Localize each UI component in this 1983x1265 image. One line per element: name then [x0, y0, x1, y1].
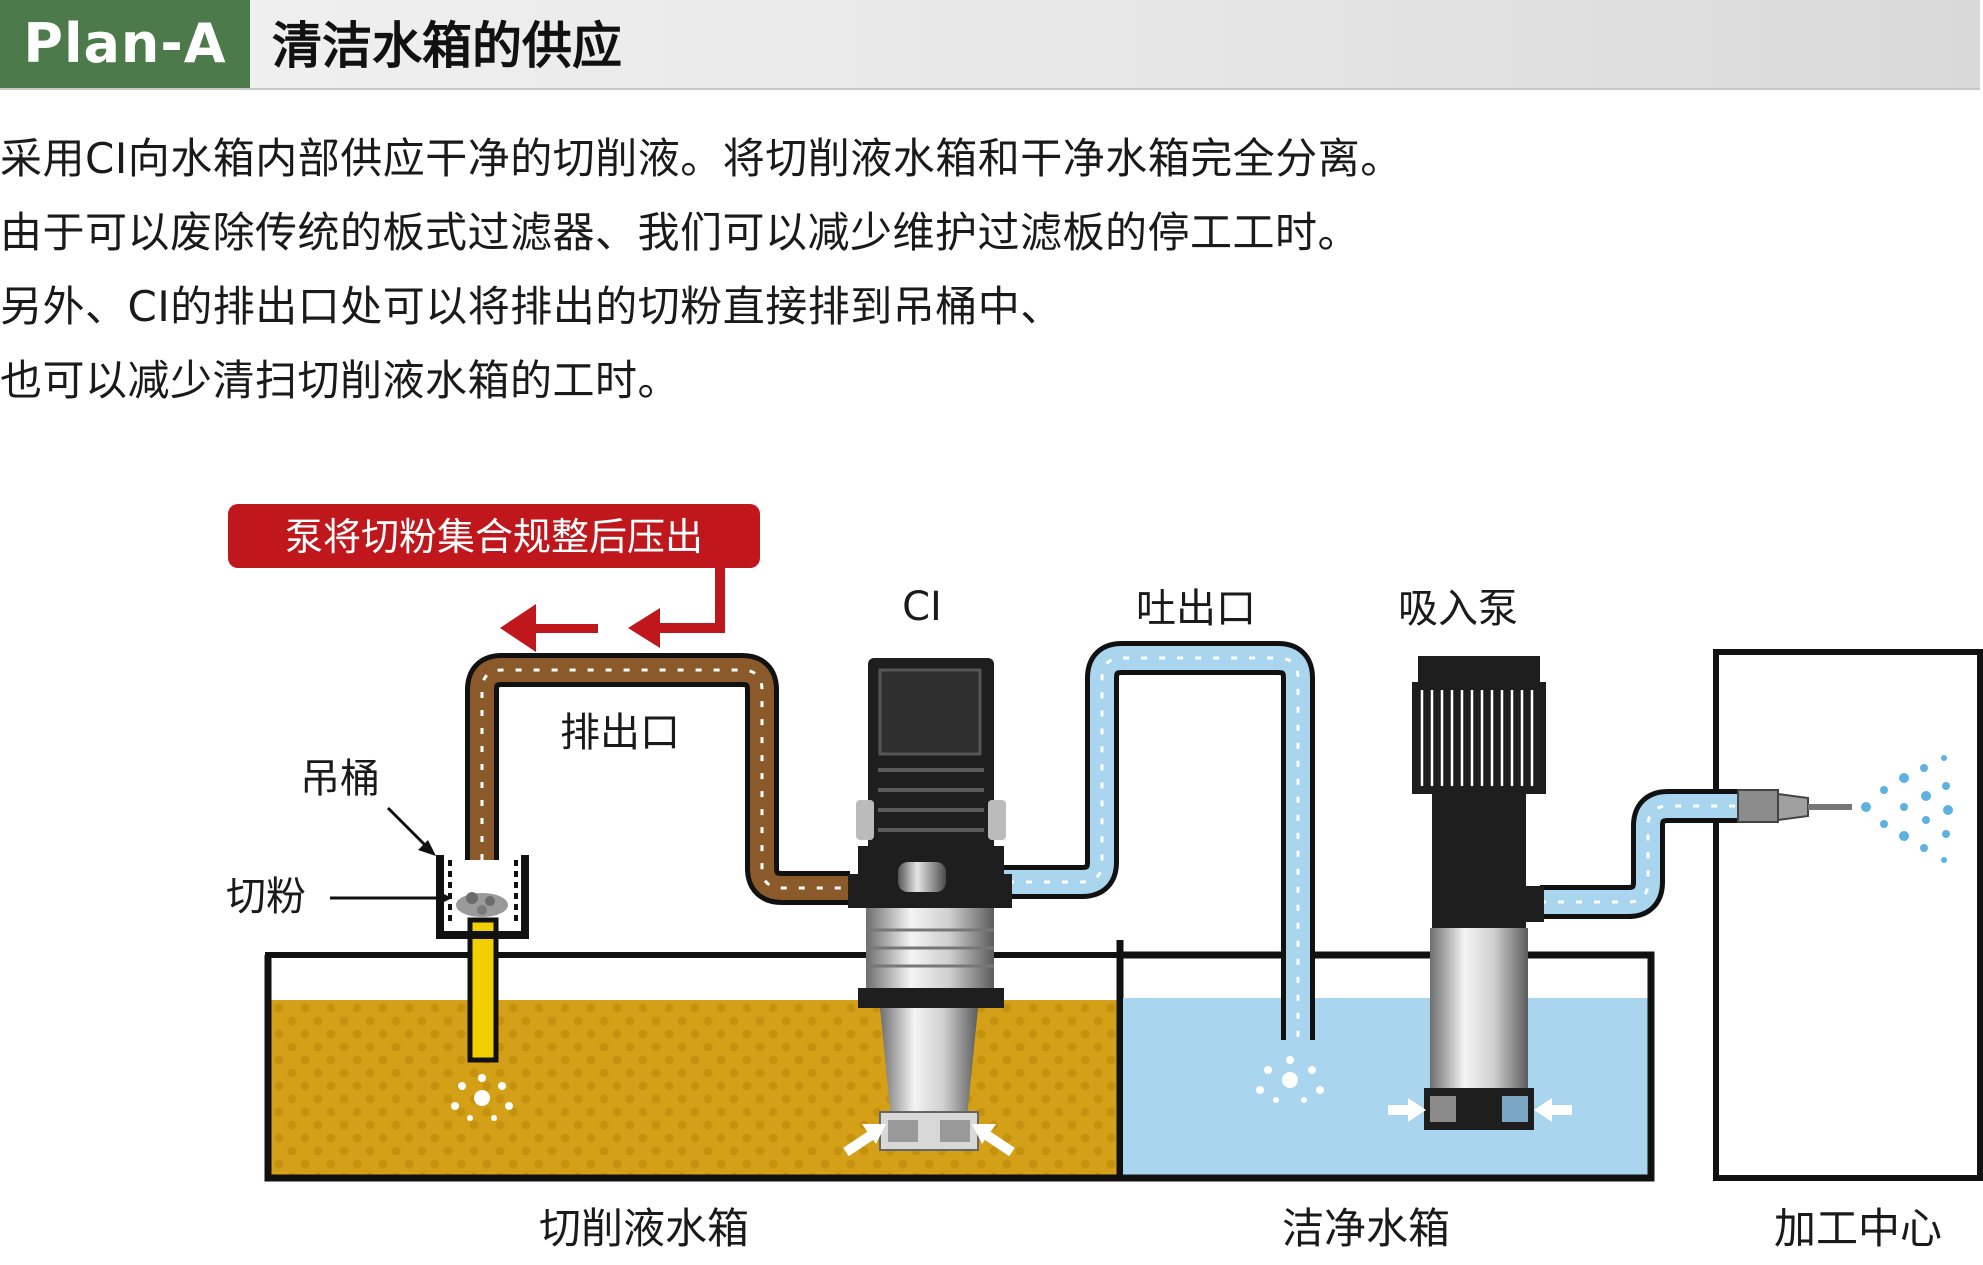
arrow-icon: [436, 890, 452, 906]
nozzle-tip: [1777, 792, 1809, 822]
label-discharge: 排出口: [560, 710, 680, 756]
intro-text: 采用CI向水箱内部供应干净的切削液。将切削液水箱和干净水箱完全分离。 由于可以废…: [0, 122, 1900, 418]
label-suction-pump: 吸入泵: [1398, 586, 1518, 632]
banner-text: 泵将切粉集合规整后压出: [285, 515, 703, 559]
intake-screen: [1430, 1096, 1456, 1122]
label-clean-tank: 洁净水箱: [1282, 1204, 1450, 1253]
discharge-pipe-outline: [465, 653, 850, 905]
label-bucket: 吊桶: [300, 756, 380, 802]
label-machining-center: 加工中心: [1774, 1204, 1942, 1253]
drop-pipe: [467, 917, 499, 1063]
intro-line: 也可以减少清扫切削液水箱的工时。: [0, 356, 681, 405]
page-header: Plan-A 清洁水箱的供应: [0, 0, 1980, 90]
label-coolant-tank: 切削液水箱: [539, 1204, 749, 1253]
casing-bands: [866, 928, 994, 968]
outlet-pipe-outline: [990, 641, 1315, 1040]
pump-outlet: [1524, 886, 1544, 922]
discharge-flow: [480, 668, 850, 890]
motor-lug: [988, 800, 1006, 840]
clean-liquid: [1123, 998, 1651, 1176]
intake-arrow-icon: [862, 1124, 886, 1144]
label-outlet: 吐出口: [1136, 586, 1256, 632]
outlet-pipe-fill: [990, 646, 1310, 1040]
ci-pump: [843, 658, 1015, 1157]
outlet-flow: [990, 656, 1300, 1040]
plan-tag: Plan-A: [0, 0, 250, 88]
arrow-left-icon: [628, 608, 660, 648]
discharge-pipe-fill: [470, 658, 850, 900]
motor-lug: [856, 800, 874, 840]
nozzle-icon: [1737, 789, 1779, 823]
intake-screen: [940, 1120, 970, 1142]
chip-icon: [485, 896, 495, 906]
pump-column: [1432, 794, 1526, 928]
motor-terminal-box: [878, 668, 982, 756]
bucket-pointer: [386, 806, 430, 850]
intro-line: 采用CI向水箱内部供应干净的切削液。将切削液水箱和干净水箱完全分离。: [0, 134, 1403, 183]
spray-icon: [1861, 755, 1953, 863]
intake-arrow-icon: [1408, 1098, 1426, 1122]
intake-arrow-icon: [972, 1124, 996, 1144]
arrow-bar: [536, 624, 598, 633]
pump-casing: [866, 908, 994, 992]
intro-line: 由于可以废除传统的板式过滤器、我们可以减少维护过滤板的停工工时。: [0, 208, 1361, 257]
pump-motor-cap: [1418, 656, 1540, 682]
pump-body: [1430, 928, 1528, 1090]
splash-icon: [1256, 1056, 1324, 1103]
pump-body: [880, 1008, 978, 1128]
machining-center-box: [1713, 649, 1983, 1181]
clean-tank: [1120, 951, 1655, 1182]
discharge-pipe: [465, 653, 850, 905]
coolant-tank: [264, 940, 1124, 1182]
banner-box: [228, 504, 760, 568]
bucket-assembly: [436, 855, 529, 1121]
chip-icon: [466, 892, 478, 904]
intro-line: 另外、CI的排出口处可以将排出的切粉直接排到吊桶中、: [0, 282, 1063, 331]
intake-arrow-icon: [1534, 1098, 1552, 1122]
splash-icon: [451, 1074, 513, 1121]
arrow-icon: [418, 840, 436, 856]
banner: 泵将切粉集合规整后压出: [228, 504, 760, 652]
pump-motor-icon: [1412, 682, 1546, 794]
label-ci: CI: [902, 584, 942, 630]
suction-pump: [1388, 656, 1572, 1130]
banner-connector: [648, 568, 725, 633]
pump-port: [898, 862, 946, 892]
outlet-pipe: [990, 641, 1315, 1040]
motor-fins: [1420, 690, 1534, 786]
chip-icon: [477, 905, 487, 915]
pump-mount: [858, 988, 1004, 1008]
intake-screen: [888, 1120, 918, 1142]
coolant-particles: [268, 1000, 1120, 1176]
supply-flow: [1540, 804, 1740, 904]
arrow-left-icon: [500, 604, 536, 652]
nozzle-assembly: [1737, 755, 1953, 863]
page-title: 清洁水箱的供应: [272, 17, 622, 75]
motor-fins: [878, 768, 984, 832]
supply-pipe: [1540, 789, 1740, 919]
intake-screen: [1502, 1096, 1528, 1122]
clean-tank-wall: [1120, 951, 1655, 1182]
label-chips: 切粉: [226, 874, 306, 920]
coolant-tank-wall: [264, 940, 1124, 1182]
